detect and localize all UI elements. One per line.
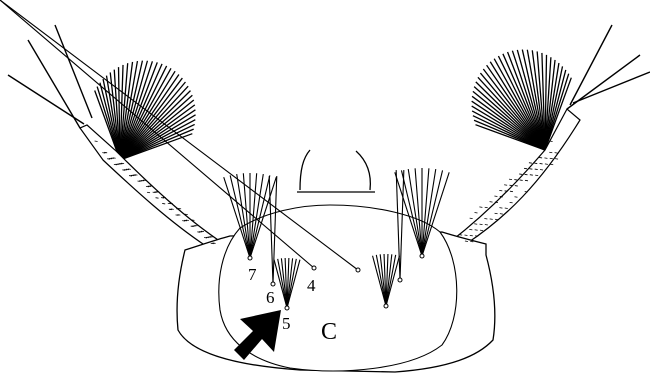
seta-label-4: 4 <box>307 276 316 295</box>
seta-label-6: 6 <box>266 288 275 307</box>
left-long-bristle <box>55 25 92 118</box>
left-long-bristle <box>8 75 84 124</box>
seta-label-7: 7 <box>248 265 257 284</box>
left-horn <box>300 150 310 190</box>
seta-branch <box>0 0 358 270</box>
right-long-bristle <box>570 25 612 105</box>
right-horn <box>356 151 370 190</box>
seta-4-seta-right <box>0 0 360 272</box>
seta-label-5: 5 <box>282 314 291 333</box>
left-long-bristle <box>28 40 80 128</box>
seta-branch <box>0 0 314 268</box>
right-mouthbrush-stalk <box>450 109 580 244</box>
seta-4-seta <box>0 0 316 270</box>
region-label-c: C <box>321 319 337 345</box>
